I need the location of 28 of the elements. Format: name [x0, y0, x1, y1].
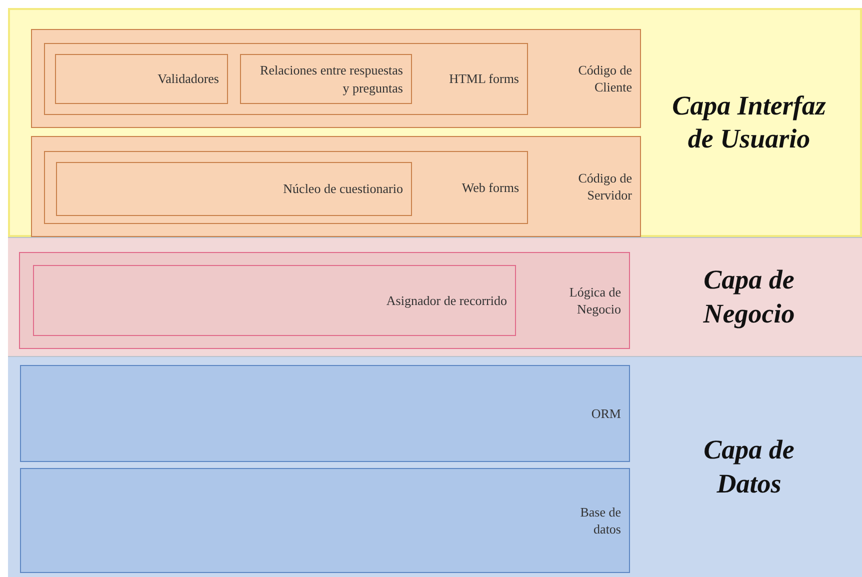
- component-box: [240, 54, 412, 104]
- component-label: Núcleo de cuestionario: [283, 181, 403, 196]
- component-box: [20, 468, 630, 573]
- component-box: [56, 162, 412, 216]
- layer-band: [8, 237, 862, 356]
- component-label: Asignador de recorrido: [386, 292, 507, 308]
- component-label: Web forms: [462, 180, 519, 195]
- component-box: [31, 136, 641, 237]
- component-label: Lógica de Negocio: [569, 284, 621, 316]
- layer-band: [8, 8, 862, 237]
- component-box: [31, 29, 641, 128]
- component-box: [55, 54, 228, 104]
- component-box: [20, 365, 630, 462]
- layer-title: Capa Interfaz de Usuario: [671, 88, 827, 156]
- component-box: [33, 265, 516, 336]
- component-label: Código de Cliente: [578, 62, 632, 94]
- layer-title: Capa de Negocio: [702, 263, 796, 330]
- component-box: [19, 252, 630, 349]
- component-label: Base de datos: [580, 504, 621, 536]
- component-label: HTML forms: [449, 71, 519, 86]
- component-label: Código de Servidor: [578, 170, 632, 202]
- layer-band: [8, 356, 862, 577]
- component-label: Validadores: [158, 71, 219, 86]
- component-box: [44, 43, 528, 115]
- component-label: ORM: [591, 406, 621, 421]
- component-label: Relaciones entre respuestas y preguntas: [260, 62, 403, 95]
- component-box: [44, 151, 528, 224]
- layer-title: Capa de Datos: [702, 433, 796, 500]
